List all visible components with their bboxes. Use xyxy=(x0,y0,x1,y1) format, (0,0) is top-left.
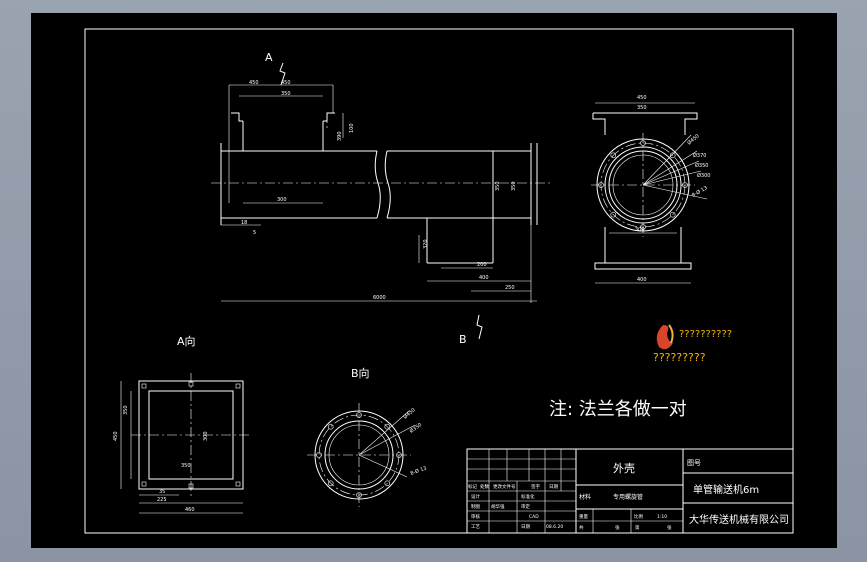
view-b-dim-holes: 8-Ø 13 xyxy=(409,465,427,477)
tb-header-sign: 签字 xyxy=(531,483,540,490)
tb-header-date: 日期 xyxy=(549,484,558,490)
logo: ?????????? ????????? xyxy=(653,324,732,364)
side-dim-holes: 8-Ø 13 xyxy=(691,184,709,198)
side-dim-400: 400 xyxy=(637,277,647,283)
tb-company: 大华传送机械有限公司 xyxy=(689,513,789,526)
dim-450b: 450 xyxy=(281,80,291,86)
dim-300: 300 xyxy=(277,197,287,203)
dim-100: 100 xyxy=(349,123,355,133)
dim-400: 400 xyxy=(479,275,489,281)
dim-320: 320 xyxy=(423,239,429,249)
logo-flame-icon xyxy=(656,325,673,350)
side-dim-450: 450 xyxy=(637,95,647,101)
tb-sheet-total: 共 xyxy=(579,524,584,531)
section-a-mark: A xyxy=(265,51,273,64)
side-dim-300: 300 xyxy=(635,227,645,233)
view-a-dim-300v: 300 xyxy=(203,431,209,441)
tb-row-draw: 制图 xyxy=(471,503,480,510)
side-view: 450 350 Ø450 Ø370 Ø350 Ø300 8-Ø 13 xyxy=(591,95,710,284)
tb-row-review: 审核 xyxy=(471,513,480,520)
view-b: B向 Ø450 Ø350 8-Ø 13 xyxy=(307,366,428,507)
tb-drawing-no-label: 图号 xyxy=(687,459,701,467)
tb-row-standard: 标准化 xyxy=(521,493,535,500)
tb-row-drafter: 胡华强 xyxy=(491,503,505,510)
tb-material-value: 专用螺旋管 xyxy=(613,493,643,501)
front-view: A 450 450 350 100 390 350 350 xyxy=(211,51,551,346)
view-a-dim-450v: 450 xyxy=(113,431,119,441)
tb-scale-value: 1:10 xyxy=(657,514,667,520)
dim-200: 200 xyxy=(477,262,487,268)
view-a-dim-350v: 350 xyxy=(123,405,129,415)
view-a-dim-350h: 350 xyxy=(181,463,191,469)
side-dim-r3: Ø350 xyxy=(695,162,708,169)
tb-sheet-no: 第 xyxy=(635,524,640,531)
section-a-arrow xyxy=(279,62,286,86)
dim-6000: 6000 xyxy=(373,295,386,301)
tb-sheet-no2: 张 xyxy=(667,524,672,531)
section-b-arrow xyxy=(476,314,483,340)
outlet-chute xyxy=(426,217,494,263)
dim-250: 250 xyxy=(505,285,515,291)
side-dim-350: 350 xyxy=(637,105,647,111)
title-block-grid-top xyxy=(467,449,576,481)
view-a-dim-460: 460 xyxy=(185,507,195,513)
top-flange xyxy=(231,112,335,122)
tb-row-design: 设计 xyxy=(471,493,480,500)
dim-5: 5 xyxy=(253,230,256,236)
drawing-note: 注: 法兰各做一对 xyxy=(549,399,687,420)
tb-row-process: 工艺 xyxy=(471,524,480,530)
dim-350v: 350 xyxy=(495,181,501,191)
tb-row-date-label: 日期 xyxy=(521,524,530,530)
tb-header-change: 更改文件号 xyxy=(493,483,516,490)
logo-text-2: ????????? xyxy=(653,351,706,364)
dim-18: 18 xyxy=(241,220,247,226)
view-a-bolt-holes xyxy=(141,381,241,489)
cad-drawing-viewport[interactable]: A 450 450 350 100 390 350 350 xyxy=(31,13,837,548)
side-hopper xyxy=(592,112,698,135)
view-a-dim-35: 35 xyxy=(159,489,165,495)
view-a-title: A向 xyxy=(177,334,196,348)
view-b-title: B向 xyxy=(351,366,370,380)
tb-weight-label: 重量 xyxy=(579,513,588,520)
view-b-dim-r2: Ø350 xyxy=(408,421,423,434)
title-block: 外壳 图号 单管输送机6m 大华传送机械有限公司 标记 处数 更改文件号 签字 … xyxy=(466,448,794,534)
break-line-2 xyxy=(384,150,391,219)
tb-row-date: 08.6.20 xyxy=(546,524,563,530)
break-line-1 xyxy=(374,150,381,219)
side-dim-r4: Ø300 xyxy=(697,172,710,179)
dim-450: 450 xyxy=(249,80,259,86)
tb-scale-label: 比例 xyxy=(634,513,643,520)
tb-row-approve: 审定 xyxy=(521,503,530,510)
section-b-mark: B xyxy=(459,333,467,346)
dim-390: 390 xyxy=(337,131,343,141)
logo-text-1: ?????????? xyxy=(679,329,732,340)
side-base-flange xyxy=(594,262,692,270)
dim-350v2: 350 xyxy=(511,181,517,191)
tb-sheet: 张 xyxy=(615,524,620,531)
tb-header-count: 处数 xyxy=(480,483,489,490)
tb-part-name: 外壳 xyxy=(613,461,635,475)
side-dim-r2: Ø370 xyxy=(693,152,706,159)
tb-cad-label: CAD xyxy=(529,514,539,520)
side-dim-r1: Ø450 xyxy=(686,133,701,147)
drawing-border xyxy=(84,28,794,534)
tb-project: 单管输送机6m xyxy=(693,483,759,496)
tb-header-mark: 标记 xyxy=(468,483,477,490)
view-a: A向 450 350 300 350 35 225 460 xyxy=(113,334,251,514)
view-b-dim-r1: Ø450 xyxy=(402,407,417,421)
drawing-canvas: A 450 450 350 100 390 350 350 xyxy=(84,28,794,534)
side-chute xyxy=(604,227,682,263)
tb-material-label: 材料 xyxy=(579,493,591,501)
dim-350: 350 xyxy=(281,91,291,97)
view-a-dim-225: 225 xyxy=(157,497,167,503)
